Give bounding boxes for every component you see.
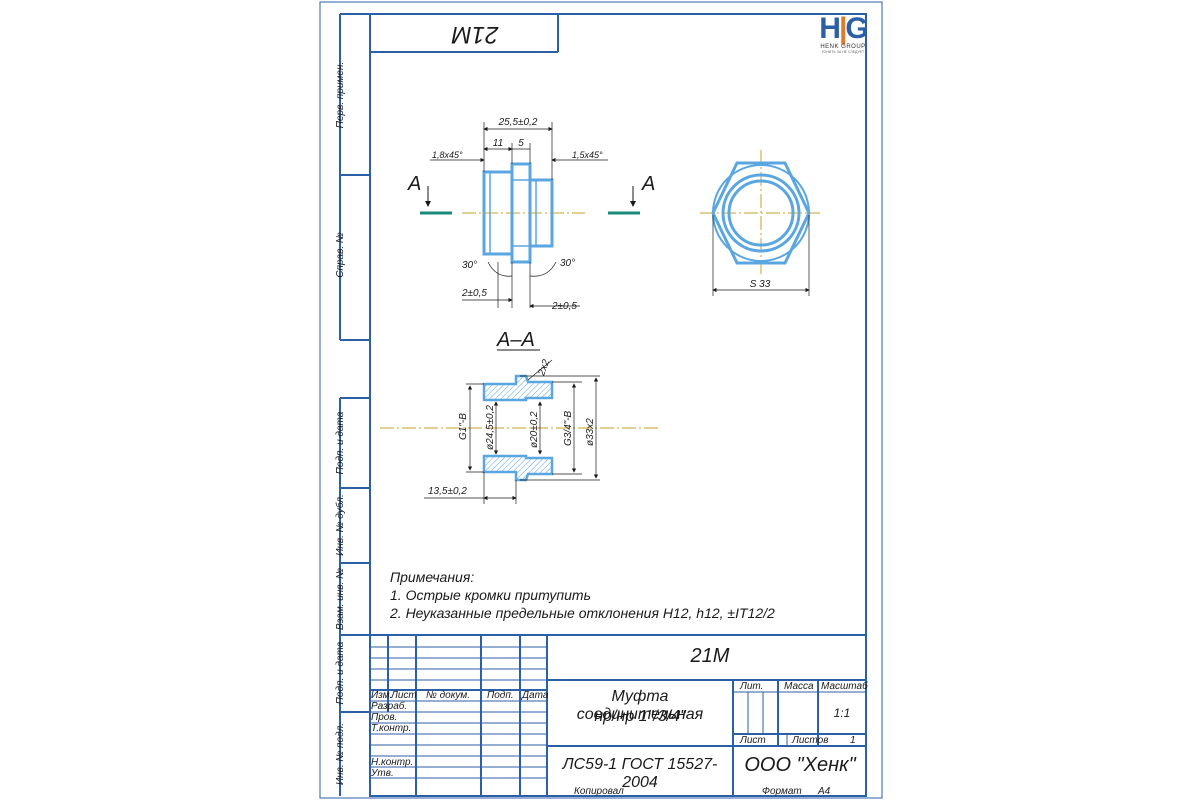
label-massa: Масса	[784, 681, 814, 692]
material: ЛС59-1 ГОСТ 15527-2004	[562, 756, 718, 791]
dim-len: 13,5±0,2	[428, 486, 467, 497]
listov-value: 1	[850, 735, 856, 746]
side-label-sprav: Справ. №	[335, 232, 346, 278]
section-mark-right: A	[641, 173, 655, 195]
label-masshtab: Масштаб	[821, 681, 868, 692]
angle-right: 30°	[560, 258, 575, 269]
dim-groove: 2x2	[536, 358, 552, 378]
side-label-podp-data-2: Подп. и дата	[335, 641, 346, 705]
section-view: А–А 2x2 G1"-B ø24,5±0,2 ø20±0,2 G3/4"-B …	[380, 329, 660, 504]
chamfer-right: 1,5x45°	[572, 150, 603, 160]
label-list: Лист	[740, 735, 766, 746]
logo-mark: H|G	[819, 12, 868, 45]
part-name-line1: Муфта соединительная	[576, 688, 704, 723]
dim-s: S 33	[750, 279, 771, 290]
angle-left: 30°	[462, 260, 477, 271]
row-nkontr: Н.контр.	[371, 757, 414, 768]
notes: Примечания: 1. Острые кромки притупить 2…	[390, 568, 830, 622]
side-label-vzam-inv: Взам. инв. №	[335, 568, 346, 630]
top-stamp-box	[370, 14, 559, 53]
side-label-inv-dubl: Инв. № дубл.	[335, 494, 346, 556]
section-mark-left: A	[407, 173, 421, 195]
side-view: S 33	[700, 150, 820, 296]
side-label-podp-data-1: Подп. и дата	[335, 411, 346, 475]
outer-frame	[319, 1, 883, 799]
dim-5: 5	[518, 138, 524, 149]
designation: 21М	[690, 645, 730, 667]
label-lit: Лит.	[740, 681, 764, 692]
header-list: Лист	[391, 690, 417, 701]
format-value: А4	[818, 786, 831, 797]
inner-frame	[369, 13, 867, 797]
header-data: Дата	[522, 690, 549, 701]
scale-value: 1:1	[833, 706, 851, 720]
row-tkontr: Т.контр.	[371, 723, 412, 734]
header-ndok: № докум.	[426, 690, 471, 701]
dim-11: 11	[493, 138, 503, 149]
note-1: 1. Острые кромки притупить	[390, 587, 591, 603]
dim-bottom-left: 2±0,5	[461, 288, 487, 299]
part-name-line2: нр/нр 1"/3/4"	[594, 708, 686, 725]
dim-d245: ø24,5±0,2	[485, 405, 496, 450]
row-prov: Пров.	[371, 712, 398, 723]
dim-total: 25,5±0,2	[498, 117, 538, 128]
front-view: 25,5±0,2 11 5 1,8x45° 1,5x45° 30° 30° 2±…	[407, 117, 655, 312]
note-2: 2. Неуказанные предельные отклонения H12…	[390, 605, 775, 621]
dim-g34: G3/4"-B	[563, 410, 574, 446]
logo-tagline: ГОНИТЬ ЗА НЕ СЛЕДУЕТ	[821, 50, 865, 54]
top-stamp: 21М	[451, 21, 499, 48]
row-razrab: Разраб.	[371, 701, 408, 712]
dim-d33: ø33x2	[585, 418, 596, 446]
header-izm: Изм.	[371, 690, 393, 701]
format-label: Формат	[762, 786, 802, 797]
dim-bottom-right: 2±0,5	[551, 301, 577, 312]
chamfer-left: 1,8x45°	[432, 150, 463, 160]
henk-group-logo: H|G HENK GROUP ГОНИТЬ ЗА НЕ СЛЕДУЕТ	[812, 12, 874, 55]
dim-d20: ø20±0,2	[529, 411, 540, 448]
label-listov: Листов	[792, 735, 829, 746]
notes-title: Примечания:	[390, 569, 475, 585]
company: ООО "Хенк"	[744, 754, 856, 776]
dim-g1: G1"-B	[458, 413, 469, 440]
section-title: А–А	[496, 329, 535, 351]
title-block-lines	[370, 634, 866, 796]
side-columns	[339, 13, 370, 796]
header-podp: Подп.	[487, 690, 514, 701]
logo-brand: HENK GROUP	[820, 44, 866, 50]
side-label-perv-primen: Перв. примен.	[335, 61, 346, 129]
row-utv: Утв.	[371, 768, 394, 779]
kopiroval: Копировал	[574, 786, 624, 797]
side-label-inv-podl: Инв. № подл.	[335, 722, 346, 786]
